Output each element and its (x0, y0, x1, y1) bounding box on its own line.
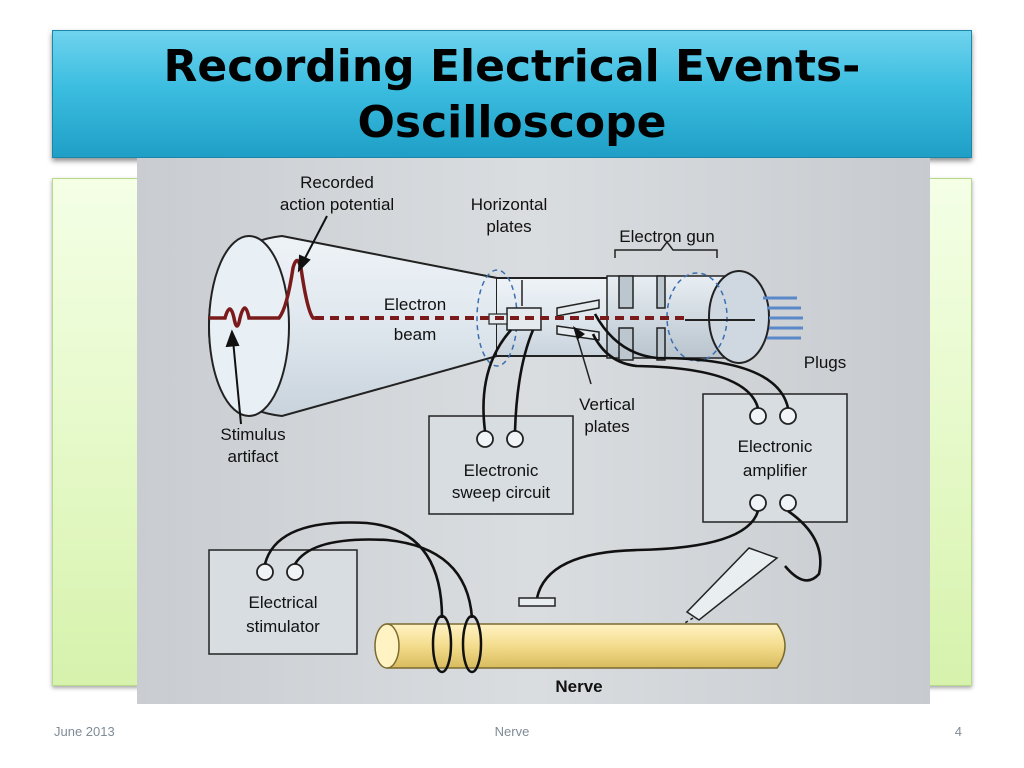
label-recorded-ap-1: Recorded (300, 173, 374, 192)
label-nerve: Nerve (555, 677, 602, 696)
label-stimulator-1: Electrical (249, 593, 318, 612)
ground-electrode (518, 597, 556, 607)
oscilloscope-diagram: Recorded action potential Horizontal pla… (137, 158, 930, 704)
footer-page-number: 4 (954, 724, 962, 739)
footer-date: June 2013 (54, 724, 115, 739)
label-recorded-ap-2: action potential (280, 195, 394, 214)
stimulating-ring-2 (461, 614, 483, 674)
oscilloscope-svg: Recorded action potential Horizontal pla… (207, 173, 848, 696)
recorded-ap-arrow (297, 215, 328, 273)
label-amplifier-1: Electronic (738, 437, 813, 456)
label-vertical-plates-2: plates (584, 417, 629, 436)
label-horizontal-plates-2: plates (486, 217, 531, 236)
label-horizontal-plates-1: Horizontal (471, 195, 548, 214)
title-banner: Recording Electrical Events- Oscilloscop… (52, 30, 972, 158)
slide-title: Recording Electrical Events- Oscilloscop… (53, 39, 971, 151)
slide-title-line2: Oscilloscope (357, 97, 667, 148)
vertical-plates (556, 299, 600, 341)
label-electron-beam-2: beam (394, 325, 437, 344)
gun-plate-top-2 (656, 275, 666, 309)
label-electron-beam-1: Electron (384, 295, 446, 314)
crt-screen-face (208, 235, 290, 417)
label-stimulus-artifact-2: artifact (227, 447, 278, 466)
label-amplifier-2: amplifier (743, 461, 808, 480)
electron-gun-bracket (614, 240, 718, 258)
sweep-circuit-box[interactable] (428, 415, 574, 515)
label-electron-gun: Electron gun (619, 227, 714, 246)
slide-title-line1: Recording Electrical Events- (163, 41, 861, 92)
label-plugs: Plugs (804, 353, 847, 372)
nerve-end-cap (374, 623, 400, 669)
stimulus-artifact-arrow (225, 329, 242, 425)
label-stimulus-artifact-1: Stimulus (220, 425, 285, 444)
gun-plate-top-1 (618, 275, 634, 309)
label-sweep-circuit-2: sweep circuit (452, 483, 551, 502)
footer-topic: Nerve (494, 724, 530, 739)
gun-plate-bottom-2 (656, 327, 666, 361)
vertical-plates-arrow-head (573, 326, 585, 340)
label-vertical-plates-1: Vertical (579, 395, 635, 414)
stimulator-box[interactable] (208, 549, 358, 655)
terminal-circles (256, 407, 797, 581)
recording-electrode (656, 547, 779, 641)
nerve-fiber (378, 623, 786, 669)
label-sweep-circuit-1: Electronic (464, 461, 539, 480)
amplifier-box[interactable] (702, 393, 848, 523)
wires (263, 313, 822, 619)
plugs-icon (763, 296, 803, 340)
stimulating-ring-1 (431, 614, 453, 674)
label-stimulator-2: stimulator (246, 617, 320, 636)
